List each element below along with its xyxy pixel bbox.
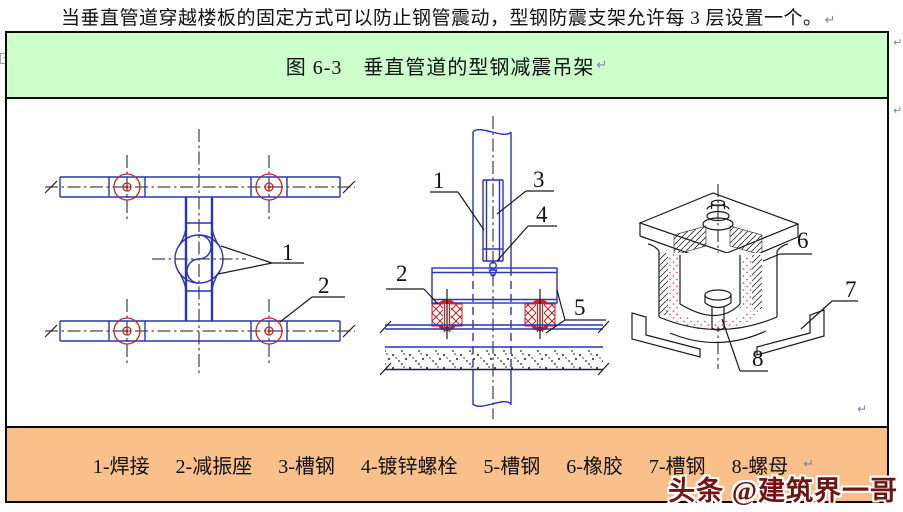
callout-label-2: 2: [396, 261, 408, 286]
figure-table: 图 6-3 垂直管道的型钢减震吊架↵: [5, 31, 889, 503]
figure-legend-row: 1-焊接 2-减振座 3-槽钢 4-镀锌螺栓 5-槽钢 6-橡胶 7-槽钢 8-…: [7, 428, 887, 501]
callout-label-3: 3: [533, 167, 545, 192]
callout-label-5: 5: [574, 295, 586, 320]
bolt-mark: [113, 173, 141, 201]
technical-drawing: 1 2: [44, 116, 867, 419]
watermark: 头条 @建筑界一哥: [668, 476, 898, 506]
bottom-channel-beam: [59, 320, 341, 342]
break-marks: [44, 180, 356, 338]
centerline: [45, 129, 355, 376]
legend-item: 4-镀锌螺栓: [360, 456, 458, 478]
callout-label-8: 8: [752, 346, 764, 371]
legend-item: 1-焊接: [92, 456, 150, 478]
intro-paragraph: 当垂直管道穿越楼板的固定方式可以防止钢管震动，型钢防震支架允许每 3 层设置一个…: [0, 3, 897, 30]
callout-label-2: 2: [318, 273, 330, 298]
callout-label-7: 7: [845, 277, 857, 302]
floor-slab: [385, 346, 603, 371]
vibration-isolator-left: [431, 289, 463, 339]
vibration-isolator-right: [524, 289, 556, 339]
paragraph-mark-icon: ↵: [803, 457, 815, 472]
leader-line: [430, 191, 485, 231]
legend-item: 5-槽钢: [483, 456, 541, 478]
leader-line: [386, 288, 439, 305]
bolt-top-rings: [706, 199, 730, 222]
paragraph-mark-icon: ↵: [893, 104, 903, 117]
callout-label-1: 1: [433, 168, 445, 193]
figure-title: 图 6-3 垂直管道的型钢减震吊架: [285, 56, 595, 79]
leader-line: [721, 318, 768, 372]
callout-label-1: 1: [282, 240, 294, 265]
rubber-lining: [740, 256, 752, 308]
figure-title-row: 图 6-3 垂直管道的型钢减震吊架↵: [7, 33, 887, 99]
legend-item: 7-槽钢: [648, 456, 706, 478]
leader-line: [545, 289, 606, 334]
vertical-channel: [177, 197, 221, 321]
top-channel-beam: [59, 176, 341, 198]
bolt-mark: [255, 317, 283, 345]
leader-line: [279, 296, 345, 323]
bolt-mark: [255, 173, 283, 201]
leader-line: [496, 190, 554, 215]
galvanized-bolt: [488, 261, 498, 279]
rubber-top-hatch: [673, 225, 763, 256]
rubber-bottom: [666, 306, 758, 331]
diagram-canvas: 1 2: [7, 99, 887, 428]
paragraph-mark-icon: ↵: [824, 13, 836, 28]
legend-item: 6-橡胶: [566, 456, 623, 478]
leader-line: [217, 245, 304, 275]
plan-view-diagram: 1 2: [44, 129, 356, 376]
bolt-marks: [113, 173, 283, 345]
rubber-lining: [668, 253, 678, 315]
paragraph-mark-icon: ↵: [893, 36, 903, 49]
leader-line: [800, 300, 858, 330]
callout-label-6: 6: [797, 228, 809, 253]
pipe-cross-section: [174, 234, 224, 284]
break-marks: [379, 320, 610, 376]
bolt-mark: [113, 317, 141, 345]
legend-item: 2-减振座: [175, 456, 253, 478]
legend-item: 8-螺母: [731, 456, 789, 478]
legend-item: 3-槽钢: [278, 456, 335, 478]
cross-channel: [431, 267, 558, 304]
isolator-cup: [647, 243, 789, 331]
base-channel: [631, 309, 825, 358]
callout-label-4: 4: [536, 202, 548, 227]
isolator-isometric-diagram: 6 7 8 ↵: [631, 184, 867, 416]
lower-channel: [385, 324, 603, 330]
leader-line: [762, 253, 812, 262]
paragraph-mark-icon: ↵: [596, 57, 609, 73]
plate-hole: [702, 217, 734, 231]
intro-text: 当垂直管道穿越楼板的固定方式可以防止钢管震动，型钢防震支架允许每 3 层设置一个…: [61, 8, 823, 29]
leader-line: [496, 225, 557, 262]
channel-steel: [482, 179, 504, 262]
section-view-diagram: 1 2 3 4 5: [379, 116, 610, 419]
paragraph-mark-icon: ↵: [857, 402, 867, 416]
